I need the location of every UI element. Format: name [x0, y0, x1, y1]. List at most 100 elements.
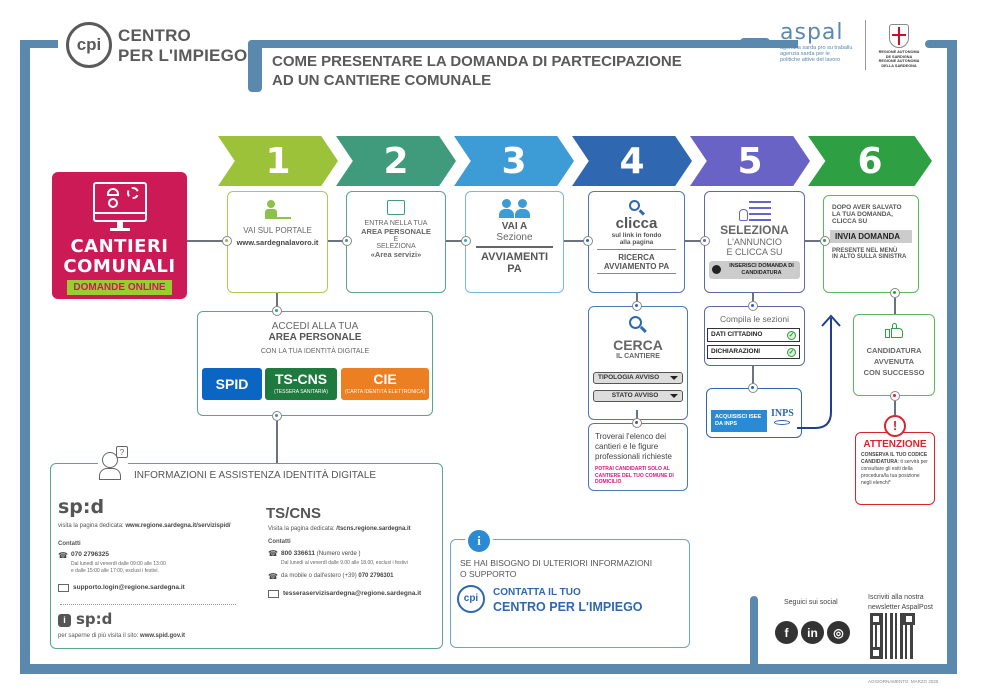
frame-right — [947, 40, 957, 674]
info-circle-icon: i — [465, 527, 493, 555]
step-1-dot — [222, 236, 232, 246]
frame-top-left — [20, 40, 58, 48]
frame-title-bracket — [248, 40, 262, 92]
tscns-visit-link[interactable]: /tscns.regione.sardegna.it — [336, 526, 411, 532]
step-5-box: SELEZIONA L'ANNUNCIO E CLICCA SU INSERIS… — [704, 191, 805, 293]
step-2-dot — [342, 236, 352, 246]
compile-dot — [748, 301, 758, 311]
support-agent-icon: ? — [98, 446, 128, 482]
acquisisci-isee-button[interactable]: ACQUISISCI ISEE DA INPS — [711, 410, 767, 432]
info-title: INFORMAZIONI E ASSISTENZA IDENTITÀ DIGIT… — [134, 470, 377, 481]
step-2-chevron: 2 — [336, 136, 456, 186]
return-arrow-line — [797, 318, 832, 429]
spid-logo: sp:d — [58, 496, 105, 518]
step-5-chevron: 5 — [690, 136, 810, 186]
step-6-dot — [820, 236, 830, 246]
connector — [636, 410, 638, 424]
info-box — [50, 463, 443, 649]
connector — [563, 240, 588, 242]
aspal-logo: aspal agentzia sarda pro su traballu age… — [780, 20, 853, 63]
inps-logo: INPS — [771, 408, 794, 425]
sardegnalavoro-link[interactable]: www.sardegnalavoro.it — [236, 238, 319, 247]
step-3-dot — [461, 236, 471, 246]
facebook-icon[interactable]: f — [775, 621, 798, 644]
connector — [894, 298, 896, 315]
frame-bottom — [20, 664, 957, 674]
cpi-logo-small: cpi — [457, 585, 485, 613]
tscns-title: TS/CNS — [266, 505, 322, 522]
cpi-logo: cpi — [66, 22, 112, 68]
invia-domanda-button[interactable]: INVIA DOMANDA — [830, 230, 912, 243]
qr-code[interactable] — [870, 613, 915, 659]
spid-logo-small: sp:d — [76, 610, 113, 628]
warning-icon: ! — [884, 415, 906, 437]
connector — [752, 293, 754, 307]
step-5-dot — [700, 236, 710, 246]
step-1-chevron: 1 — [218, 136, 338, 186]
page-title: COME PRESENTARE LA DOMANDA DI PARTECIPAZ… — [272, 53, 682, 89]
hero-cantieri-comunali: CANTIERI COMUNALI DOMANDE ONLINE — [52, 172, 187, 299]
worker-computer-icon — [92, 182, 147, 222]
connector — [328, 240, 350, 242]
info-icon: i — [58, 614, 71, 627]
return-arrow — [797, 314, 841, 429]
tscns-button[interactable]: TS-CNS (TESSERA SANITARIA) — [265, 368, 337, 400]
access-box: ACCEDI ALLA TUA AREA PERSONALE CON LA TU… — [197, 311, 433, 416]
step-6-chevron: 6 — [808, 136, 932, 186]
step-1-box: VAI SUL PORTALE www.sardegnalavoro.it — [227, 191, 328, 293]
phone-icon: ☎ — [268, 572, 278, 581]
dati-cittadino-field[interactable]: DATI CITTADINO✓ — [707, 328, 800, 342]
stato-avviso-dropdown[interactable]: STATO AVVISO — [593, 390, 683, 402]
inps-dot — [748, 383, 758, 393]
spid-button[interactable]: SPID — [202, 368, 262, 400]
check-icon: ✓ — [787, 330, 796, 340]
step-3-chevron: 3 — [454, 136, 574, 186]
connector — [894, 401, 896, 415]
step-2-box: ENTRA NELLA TUA AREA PERSONALE E SELEZIO… — [346, 191, 446, 293]
search-result-box: Troverai l'elenco dei cantieri e le figu… — [588, 423, 688, 491]
contact-cpi-box — [450, 539, 690, 648]
arrow-head-icon — [821, 314, 841, 327]
spid-email-link[interactable]: supporto.login@regione.sardegna.it — [73, 584, 185, 591]
spid-gov-link[interactable]: www.spid.gov.it — [140, 633, 186, 639]
cie-button[interactable]: CIE (CARTA IDENTITÀ ELETTRONICA) — [341, 368, 429, 400]
linkedin-icon[interactable]: in — [801, 621, 824, 644]
step-4-dot — [583, 236, 593, 246]
spid-visit: visita la pagina dedicata: www.regione.s… — [58, 523, 231, 529]
region-logo: REGIONE AUTONOMA DE SARDIGNA REGIONE AUT… — [876, 24, 922, 68]
access-dot-bottom — [272, 411, 282, 421]
thumbs-up-icon — [885, 323, 903, 338]
phone-icon: ☎ — [268, 549, 278, 558]
access-dot-top — [272, 306, 282, 316]
chevron-down-icon — [670, 376, 678, 380]
search-result-dot — [632, 418, 642, 428]
connector — [276, 293, 278, 313]
success-dot — [890, 391, 900, 401]
step-4-chevron: 4 — [572, 136, 692, 186]
search-icon — [628, 200, 645, 216]
domande-online-tag: DOMANDE ONLINE — [67, 280, 172, 295]
dichiarazioni-field[interactable]: DICHIARAZIONI✓ — [707, 345, 800, 359]
mail-icon — [268, 590, 279, 598]
check-icon: ✓ — [787, 347, 796, 357]
dotted-divider — [60, 604, 236, 605]
tipologia-avviso-dropdown[interactable]: TIPOLOGIA AVVISO — [593, 372, 683, 384]
connector — [187, 240, 227, 242]
tscns-email-link[interactable]: tesseraservizisardegna@regione.sardegna.… — [283, 590, 422, 597]
update-date: AGGIORNAMENTO: MARZO 2025 — [868, 679, 939, 684]
instagram-icon[interactable]: ◎ — [827, 621, 850, 644]
users-icon — [498, 199, 532, 219]
connector — [752, 366, 754, 388]
search-box: CERCA IL CANTIERE — [588, 306, 688, 420]
spid-visit-link[interactable]: www.regione.sardegna.it/servizispid/ — [125, 523, 231, 529]
step-6-box: DOPO AVER SALVATO LA TUA DOMANDA, CLICCA… — [823, 195, 919, 293]
frame-divider-social — [750, 596, 758, 668]
frame-top-aspal — [740, 38, 770, 46]
step-4-box: clicca sul link in fondo alla pagina RIC… — [588, 191, 685, 293]
list-select-icon — [738, 199, 771, 223]
hand-card-icon — [387, 200, 405, 215]
connector — [276, 421, 278, 463]
phone-icon: ☎ — [58, 551, 68, 560]
inserisci-domanda-button[interactable]: INSERISCI DOMANDA DI CANDIDATURA — [709, 261, 800, 279]
